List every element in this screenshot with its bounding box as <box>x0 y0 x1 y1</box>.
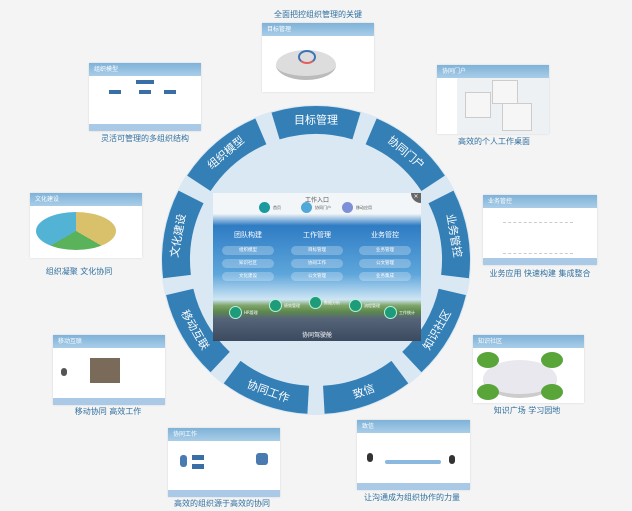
cockpit-title: 协同驾驶舱 <box>301 332 332 339</box>
ring-segment-shape[interactable] <box>223 360 309 414</box>
panel-title: 工作入口 <box>304 197 329 204</box>
thumb-title: 文化建设 <box>30 193 142 206</box>
caption-mobile: 移动协同 高效工作 <box>74 407 142 416</box>
menu-item[interactable]: 文化建设 <box>222 272 274 281</box>
entry-home[interactable]: 首页 <box>259 202 281 213</box>
menu-item[interactable]: 业务集成 <box>359 272 411 281</box>
menu-item[interactable]: 业务管理 <box>359 246 411 255</box>
cockpit-item[interactable]: 流程管理 <box>349 299 380 312</box>
entry-label: 首页 <box>273 204 281 210</box>
cockpit-label: 工作统计 <box>399 309 415 315</box>
cockpit-label: 绩效管理 <box>284 302 300 308</box>
column-title: 业务管控 <box>371 231 399 239</box>
ring-segment-label: 目标管理 <box>294 113 338 127</box>
cockpit-item[interactable]: 数据分析 <box>309 296 340 309</box>
ring-segment-4[interactable]: 致信 <box>323 360 409 414</box>
stats-icon <box>384 306 397 319</box>
column-business: 业务管控 业务管理 公文管理 业务集成 <box>355 230 415 285</box>
mobile-icon <box>342 202 353 213</box>
thumb-zhixin[interactable]: 致信 <box>357 420 470 490</box>
menu-item[interactable]: 公文管理 <box>359 259 411 268</box>
thumb-knowledge[interactable]: 知识社区 <box>473 335 584 403</box>
thumb-business[interactable]: 业务管控 <box>483 195 597 265</box>
cockpit-item[interactable]: 工作统计 <box>384 306 415 319</box>
ring-segment-shape[interactable] <box>428 190 470 279</box>
caption-knowledge: 知识广场 学习园地 <box>493 406 561 415</box>
entry-portal[interactable]: 协同门户 <box>301 202 331 213</box>
ring-segment-shape[interactable] <box>402 288 466 373</box>
cockpit-item[interactable]: 绩效管理 <box>269 299 300 312</box>
column-work: 工作管理 目标管理 协同工作 公文管理 <box>287 230 347 285</box>
menu-item[interactable]: 知识社区 <box>222 259 274 268</box>
cockpit-label: HR管理 <box>244 309 258 315</box>
thumb-org-model[interactable]: 组织模型 <box>89 63 201 131</box>
column-title: 团队构建 <box>234 231 262 239</box>
entry-label: 移动应用 <box>356 204 372 210</box>
ring-segment-shape[interactable] <box>187 118 267 192</box>
work-entry-panel: 工作入口 × 首页 协同门户 移动应用 团队构建 组织模型 知识社区 文化建设 … <box>213 193 421 341</box>
chart-icon <box>309 296 322 309</box>
menu-item[interactable]: 公文管理 <box>291 272 343 281</box>
column-title: 工作管理 <box>303 231 331 239</box>
column-team: 团队构建 组织模型 知识社区 文化建设 <box>218 230 278 285</box>
thumb-title: 业务管控 <box>483 195 597 208</box>
entry-mobile[interactable]: 移动应用 <box>342 202 372 213</box>
thumb-collaboration[interactable]: 协同工作 <box>168 428 280 497</box>
entry-label: 协同门户 <box>315 204 331 210</box>
thumb-culture[interactable]: 文化建设 <box>30 193 142 258</box>
thumb-title: 知识社区 <box>473 335 584 348</box>
ring-segment-2[interactable]: 业务管控 <box>428 190 470 279</box>
caption-collaboration: 高效的组织源于高效的协同 <box>174 499 270 508</box>
cockpit-label: 数据分析 <box>324 299 340 305</box>
performance-icon <box>269 299 282 312</box>
caption-portal: 高效的个人工作桌面 <box>458 137 530 146</box>
hr-icon <box>229 306 242 319</box>
thumb-title: 目标管理 <box>262 23 374 36</box>
cockpit-label: 流程管理 <box>364 302 380 308</box>
caption-zhixin: 让沟通成为组织协作的力量 <box>364 493 460 502</box>
cockpit-item[interactable]: HR管理 <box>229 306 258 319</box>
thumb-title: 移动互联 <box>53 335 165 348</box>
caption-org-model: 灵活可管理的多组织结构 <box>101 134 189 143</box>
ring-segment-shape[interactable] <box>166 288 230 373</box>
menu-item[interactable]: 组织模型 <box>222 246 274 255</box>
thumb-goal-management[interactable]: 目标管理 <box>262 23 374 92</box>
thumb-title: 致信 <box>357 420 470 433</box>
caption-business: 业务应用 快速构建 集成整合 <box>489 269 591 278</box>
menu-item[interactable]: 协同工作 <box>291 259 343 268</box>
home-icon <box>259 202 270 213</box>
thumb-title: 组织模型 <box>89 63 201 76</box>
caption-goal-management: 全面把控组织管理的关键 <box>274 10 362 19</box>
ring-segment-shape[interactable] <box>271 106 361 140</box>
ring-segment-shape[interactable] <box>323 360 409 414</box>
caption-culture: 组织凝聚 文化协同 <box>45 267 113 276</box>
thumb-title: 协同门户 <box>437 65 549 78</box>
ring-segment-shape[interactable] <box>365 118 445 192</box>
portal-icon <box>301 202 312 213</box>
menu-item[interactable]: 目标管理 <box>291 246 343 255</box>
ring-segment-shape[interactable] <box>162 190 204 279</box>
ring-segment-7[interactable]: 文化建设 <box>162 190 204 279</box>
flow-icon <box>349 299 362 312</box>
thumb-mobile[interactable]: 移动互联 <box>53 335 165 405</box>
ring-segment-0[interactable]: 目标管理 <box>271 106 361 140</box>
close-button[interactable]: × <box>411 193 421 203</box>
thumb-title: 协同工作 <box>168 428 280 441</box>
thumb-portal[interactable]: 协同门户 <box>437 65 549 134</box>
